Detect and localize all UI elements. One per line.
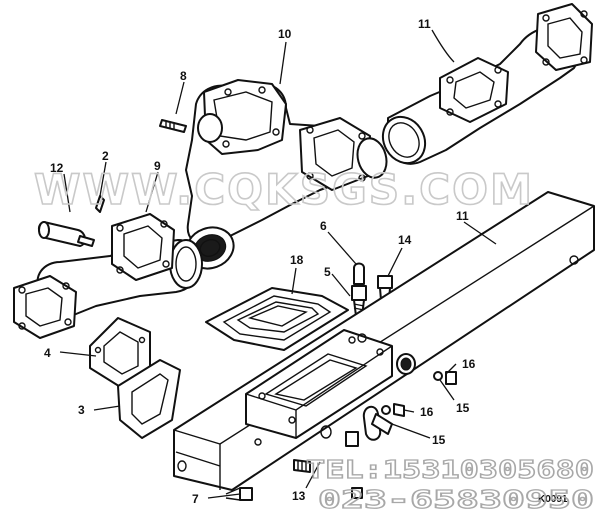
center-manifold-housing xyxy=(185,79,388,270)
callout-6: 6 xyxy=(320,219,327,233)
watermark-landline: 023-65830950 xyxy=(318,485,594,514)
gasket-part-3 xyxy=(117,359,181,439)
callout-9: 9 xyxy=(154,159,161,173)
leader-lines xyxy=(59,29,497,499)
callout-16-lower: 16 xyxy=(420,405,434,419)
callout-16-upper: 16 xyxy=(462,357,476,371)
callout-10: 10 xyxy=(278,27,292,41)
callout-labels: 10 11 8 12 2 9 11 6 5 14 18 4 3 16 15 16… xyxy=(44,17,568,506)
callout-3: 3 xyxy=(78,403,85,417)
heat-shield-part-18 xyxy=(205,287,349,351)
callout-7: 7 xyxy=(192,492,199,506)
watermark-site: WWW.CQKSGS.COM xyxy=(34,165,534,214)
bolt-part-2 xyxy=(95,195,105,213)
callout-14: 14 xyxy=(398,233,412,247)
spacer-part-12 xyxy=(38,221,95,247)
callout-15-upper: 15 xyxy=(456,401,470,415)
callout-4: 4 xyxy=(44,346,51,360)
callout-11-rear-manifold: 11 xyxy=(418,17,431,31)
stud-part-8 xyxy=(159,119,187,133)
watermark-phone: TEL:15310305680 xyxy=(306,455,594,484)
rear-manifold-section xyxy=(381,3,593,165)
small-fittings xyxy=(225,371,457,501)
callout-11-crossover: 11 xyxy=(456,209,469,223)
callout-15-lower: 15 xyxy=(432,433,446,447)
figure-code: K0091 xyxy=(538,494,568,505)
crossover-tube-part-1 xyxy=(173,191,595,491)
callout-13: 13 xyxy=(292,489,306,503)
front-manifold-section xyxy=(13,213,203,339)
callout-12: 12 xyxy=(50,161,64,175)
callout-5: 5 xyxy=(324,265,331,279)
callout-18: 18 xyxy=(290,253,304,267)
watermark: WWW.CQKSGS.COM TEL:15310305680 023-65830… xyxy=(33,164,594,514)
callout-8: 8 xyxy=(180,69,187,83)
callout-2: 2 xyxy=(102,149,109,163)
sensor-fitting-parts-5-6 xyxy=(351,262,367,317)
